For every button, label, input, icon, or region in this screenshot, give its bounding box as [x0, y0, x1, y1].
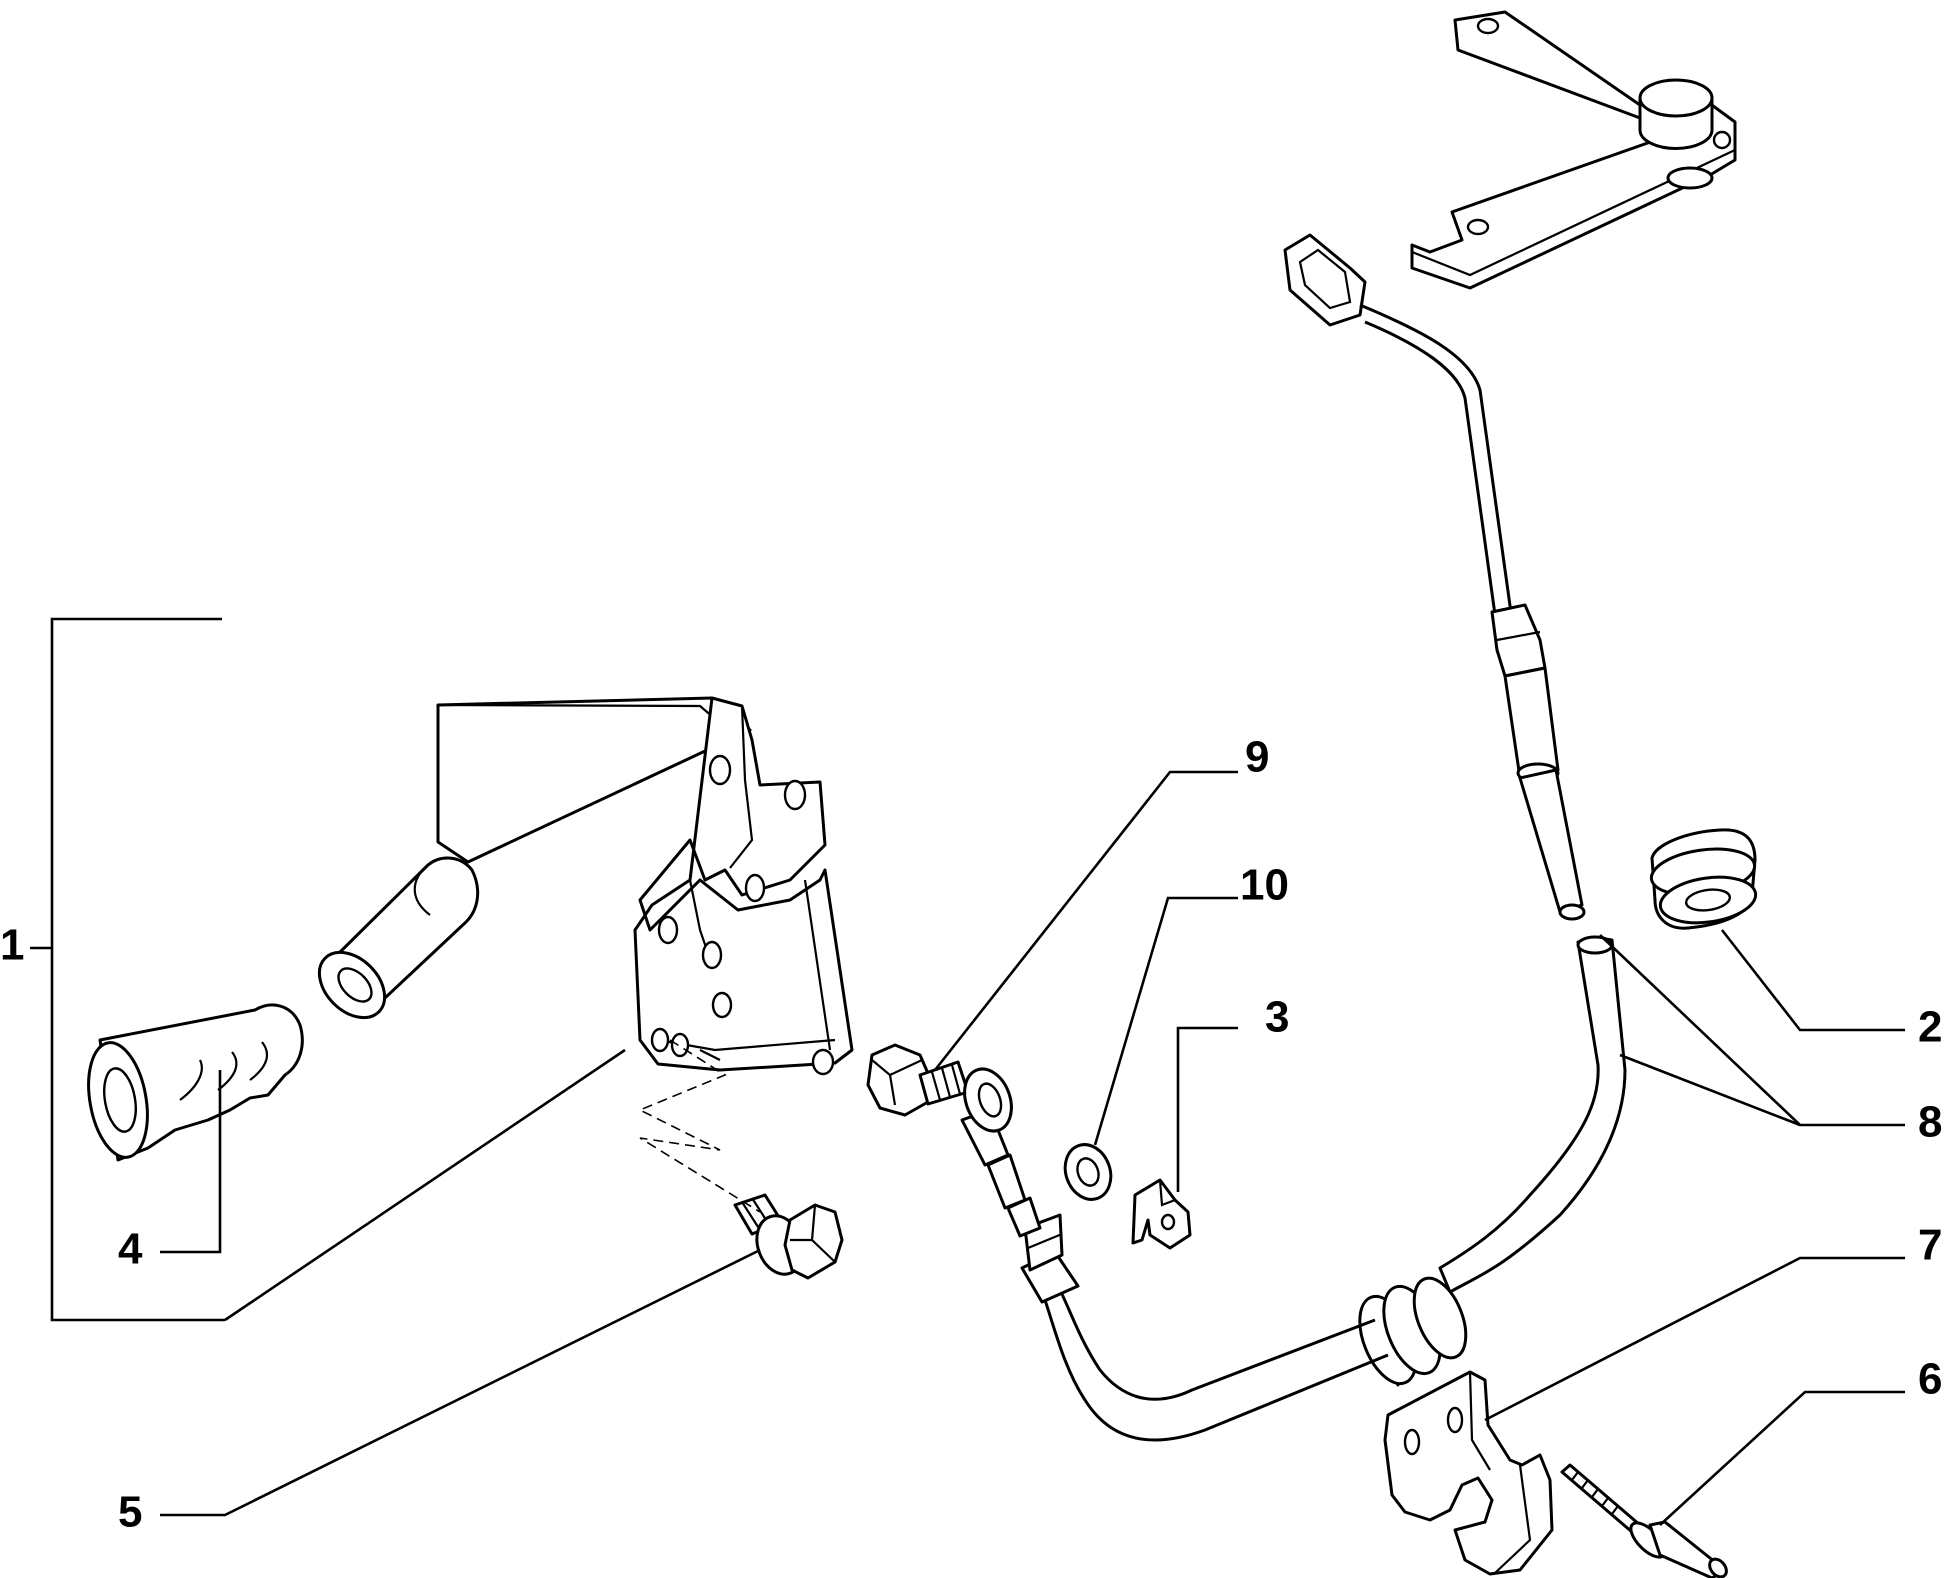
leader-lines — [30, 617, 1905, 1526]
flange-bolt — [733, 1193, 844, 1280]
bolt — [866, 1043, 970, 1117]
callout-10: 10 — [1240, 861, 1289, 910]
handle-grip — [87, 1003, 304, 1162]
nut — [1063, 1143, 1113, 1201]
callout-5: 5 — [118, 1488, 142, 1537]
washer — [963, 1067, 1013, 1133]
callout-8: 8 — [1918, 1098, 1942, 1147]
callout-4: 4 — [118, 1225, 143, 1274]
clip — [1131, 1178, 1192, 1250]
handbrake-lever — [317, 696, 854, 1076]
cable-assembly — [960, 233, 1627, 1442]
callout-3: 3 — [1265, 993, 1289, 1042]
callout-9: 9 — [1245, 733, 1269, 782]
callout-7: 7 — [1918, 1221, 1942, 1270]
grommet — [1649, 828, 1758, 930]
rivet — [1560, 1463, 1728, 1578]
lever-bracket — [1410, 10, 1737, 290]
callout-6: 6 — [1918, 1355, 1942, 1404]
cable-bracket — [1383, 1370, 1554, 1576]
callout-1: 1 — [0, 921, 24, 970]
alignment-line — [638, 1039, 761, 1213]
callout-2: 2 — [1918, 1003, 1942, 1052]
